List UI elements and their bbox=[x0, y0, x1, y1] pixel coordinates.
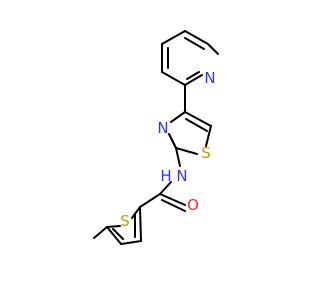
bond bbox=[184, 37, 205, 50]
bond bbox=[159, 181, 172, 195]
bond bbox=[93, 226, 108, 239]
bond bbox=[175, 147, 181, 167]
bond bbox=[139, 206, 142, 242]
bond bbox=[106, 225, 121, 228]
atom-label-amide-hydrogen: H bbox=[160, 167, 171, 185]
bond bbox=[207, 43, 219, 55]
bond bbox=[120, 240, 142, 245]
bond bbox=[159, 193, 186, 206]
bond bbox=[184, 30, 209, 45]
atom-label-carbonyl-oxygen: O bbox=[187, 196, 199, 214]
bond bbox=[184, 111, 212, 127]
bond bbox=[186, 71, 200, 80]
atom-label-thiazole-sulfur: S bbox=[201, 144, 211, 162]
bond bbox=[205, 125, 212, 147]
bond bbox=[171, 139, 177, 149]
atom-labels: N N S N H O S bbox=[120, 69, 215, 230]
bonds bbox=[93, 30, 219, 245]
bond bbox=[131, 206, 141, 219]
bond bbox=[184, 74, 203, 86]
bond bbox=[175, 147, 198, 155]
bond bbox=[106, 226, 122, 245]
atom-label-thiophene-sulfur: S bbox=[120, 212, 130, 230]
bond bbox=[185, 118, 208, 132]
bond bbox=[161, 71, 186, 86]
atom-label-pyridine-nitrogen: N bbox=[204, 69, 215, 87]
bond bbox=[161, 199, 186, 212]
atom-label-amide-nitrogen: N bbox=[176, 167, 187, 185]
bond bbox=[161, 30, 186, 45]
structure-diagram: N N S N H O S bbox=[93, 30, 219, 245]
bond bbox=[139, 193, 161, 208]
bond bbox=[112, 228, 124, 240]
atom-label-thiazole-nitrogen: N bbox=[157, 119, 168, 137]
bond bbox=[170, 111, 186, 123]
